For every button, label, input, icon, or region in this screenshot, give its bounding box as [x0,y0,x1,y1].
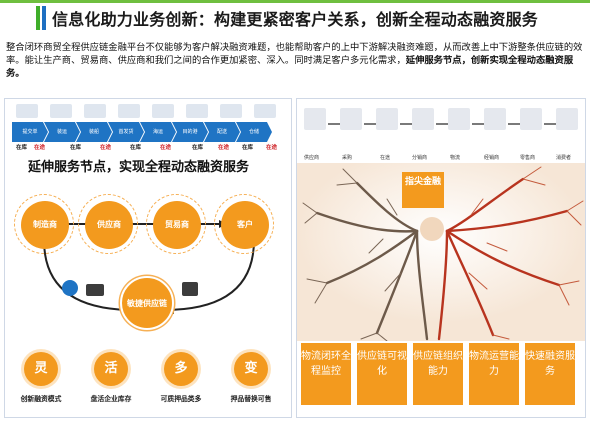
truck-icon [50,104,72,118]
flow-step: 仓储 [236,122,272,142]
badge-circle: 变 [234,352,268,386]
warehouse-icon [84,104,106,118]
feature-badges: 灵 创新融资模式 活 盘活企业库存 多 可质押品类多 变 押品替换可售 [8,352,292,418]
badge-circle: 多 [164,352,198,386]
chain-label: 零售商 [520,155,536,161]
badge-circle: 活 [94,352,128,386]
storage-icon [254,104,276,118]
node-manufacturer: 制造商 [14,194,74,254]
crane-icon [118,104,140,118]
document-icon [16,104,38,118]
title-bar: 信息化助力业务创新：构建更紧密客户关系，创新全程动态融资服务 [0,0,590,36]
flow-tag: 在库 [192,145,204,151]
chain-label: 消费者 [556,155,572,161]
flow-tag: 在途 [100,145,112,151]
flow-tag: 在途 [34,145,46,151]
node-label: 制造商 [21,201,69,249]
badge-label: 可质押品类多 [160,395,202,403]
factory-icon [304,108,326,130]
fingertip-finance-box: 指尖金融 [402,172,444,208]
flow-tag: 在途 [218,145,230,151]
flow-tag: 在库 [242,145,254,151]
extension-title: 延伸服务节点，实现全程动态融资服务 [28,160,250,175]
chain-arrows [328,123,556,125]
capability-card: 物流运营能力 [468,342,520,406]
flow-strip: 提交单 装运 装船 首发货 海运 目的港 配送 仓储 [12,122,290,142]
chain-label: 采购 [342,155,353,161]
distribution-icon [412,108,434,130]
node-label: 供应商 [85,201,133,249]
transport-icon [376,108,398,130]
flow-step: 装运 [44,122,80,142]
intro-bold-text: 延伸服务节点，创新实现全程动态融资服务。 [6,55,574,79]
title-edge-line [0,0,590,3]
flow-step: 装船 [76,122,112,142]
retailer-icon [520,108,542,130]
flow-tag: 在库 [70,145,82,151]
badge-circle: 灵 [24,352,58,386]
shield-icon [62,280,78,296]
chain-label: 供应商 [304,155,320,161]
cargo-truck-icon [86,284,104,296]
consumer-icon [556,108,578,130]
delivery-truck-icon [220,104,242,118]
flow-tag: 在库 [130,145,142,151]
flow-tags: 在库 在途 在库 在途 在库 在途 在库 在途 在库 在途 [12,142,282,154]
chain-label: 在途 [380,155,391,161]
flow-step: 首发货 [108,122,144,142]
badge-label: 押品替换可售 [230,395,272,403]
flow-step: 海运 [140,122,176,142]
dealer-icon [484,108,506,130]
flow-tag: 在途 [160,145,172,151]
flow-tag: 在途 [266,145,278,151]
chain-labels: 供应商 采购 在途 分销商 物流 经销商 零售商 消费者 [302,152,582,164]
chain-label: 经销商 [484,155,500,161]
chain-label: 物流 [450,155,461,161]
node-supplier: 供应商 [78,194,138,254]
node-label: 客户 [221,201,269,249]
forklift-icon [182,282,198,296]
port-icon [186,104,208,118]
intro-text: 整合闭环商贸全程供应链金融平台不仅能够为客户解决融资难题，也能帮助客户的上中下游… [6,42,583,66]
capability-card: 物流闭环全程监控 [300,342,352,406]
title-accent-blue [42,6,46,30]
node-label: 贸易商 [153,201,201,249]
ship-icon [152,104,174,118]
badge-label: 盘活企业库存 [90,395,132,403]
chain-icons-row [302,104,582,150]
flow-tag: 在库 [16,145,28,151]
flow-step: 目的港 [172,122,208,142]
flow-step: 提交单 [12,122,48,142]
badge-label: 创新融资模式 [20,395,62,403]
node-trader: 贸易商 [146,194,206,254]
flow-step: 配送 [204,122,240,142]
capability-card: 供应链组织能力 [412,342,464,406]
logistics-icon [448,108,470,130]
node-customer: 客户 [214,194,274,254]
capability-card: 快速融资服务 [524,342,576,406]
intro-paragraph: 整合闭环商贸全程供应链金融平台不仅能够为客户解决融资难题，也能帮助客户的上中下游… [6,41,584,80]
capability-card: 供应链可视化 [356,342,408,406]
title-accent-green [36,6,40,30]
cart-icon [340,108,362,130]
center-node-agile-supply-chain: 敏捷供应链 [120,276,174,330]
chain-label: 分销商 [412,155,428,161]
page-title: 信息化助力业务创新：构建更紧密客户关系，创新全程动态融资服务 [52,10,539,29]
flow-icons-row [12,104,282,120]
